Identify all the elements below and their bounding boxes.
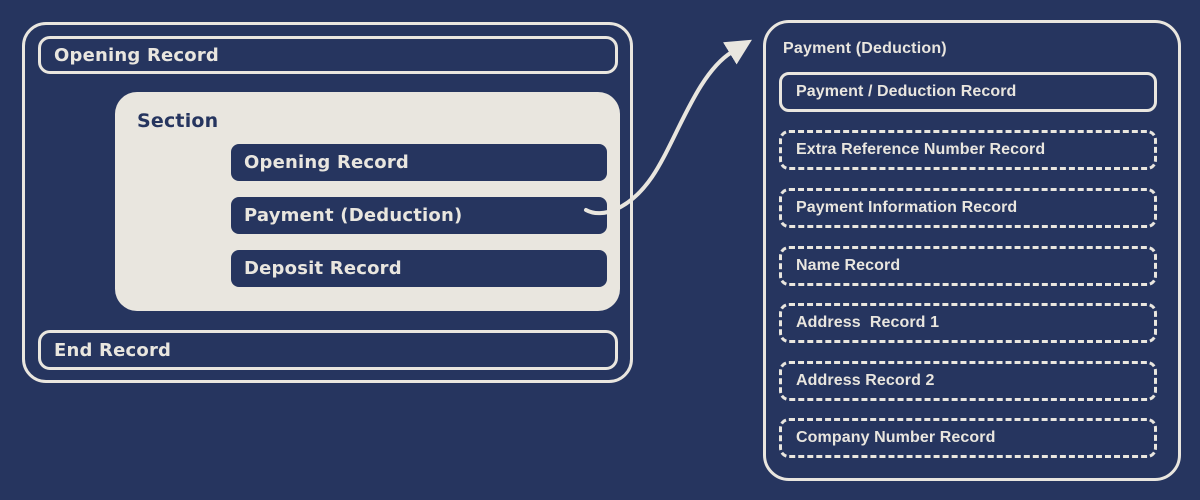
record-label: Payment Information Record bbox=[796, 199, 1018, 216]
opening-record-label: Opening Record bbox=[54, 44, 220, 66]
record-box-address-record-2: Address Record 2 bbox=[779, 361, 1157, 401]
section-item-label: Deposit Record bbox=[244, 258, 402, 279]
section-item-label: Payment (Deduction) bbox=[244, 205, 463, 226]
record-label: Name Record bbox=[796, 257, 901, 274]
section-title: Section bbox=[137, 110, 219, 132]
record-label: Extra Reference Number Record bbox=[796, 141, 1046, 158]
end-record-box: End Record bbox=[38, 330, 618, 370]
record-label: Company Number Record bbox=[796, 429, 996, 446]
record-label: Address Record 2 bbox=[796, 372, 935, 389]
record-box-extra-reference-number: Extra Reference Number Record bbox=[779, 130, 1157, 170]
record-box-name-record: Name Record bbox=[779, 246, 1157, 286]
record-label: Address Record 1 bbox=[796, 314, 940, 331]
section-item-label: Opening Record bbox=[244, 152, 410, 173]
section-item-opening-record: Opening Record bbox=[231, 144, 607, 181]
record-box-payment-information: Payment Information Record bbox=[779, 188, 1157, 228]
detail-panel-title: Payment (Deduction) bbox=[783, 40, 947, 57]
record-box-address-record-1: Address Record 1 bbox=[779, 303, 1157, 343]
record-label: Payment / Deduction Record bbox=[796, 83, 1017, 100]
record-box-payment-deduction-record: Payment / Deduction Record bbox=[779, 72, 1157, 112]
record-box-company-number: Company Number Record bbox=[779, 418, 1157, 458]
end-record-label: End Record bbox=[54, 339, 172, 361]
section-item-payment-deduction: Payment (Deduction) bbox=[231, 197, 607, 234]
opening-record-box: Opening Record bbox=[38, 36, 618, 74]
payment-deduction-detail-panel bbox=[763, 20, 1181, 481]
section-item-deposit-record: Deposit Record bbox=[231, 250, 607, 287]
